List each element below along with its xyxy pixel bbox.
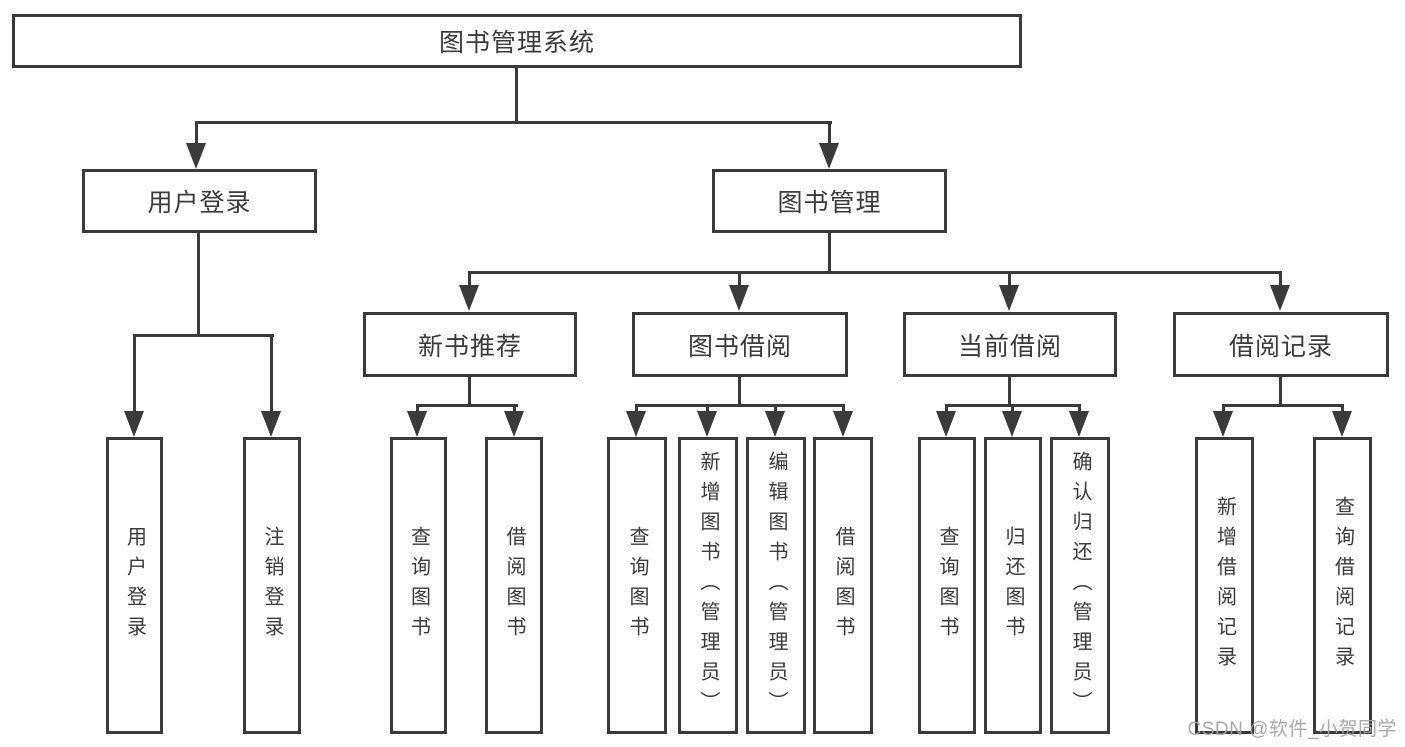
connector-book-management-branch: [468, 271, 1282, 274]
leaf-br-add-record: 新增借阅记录: [1195, 437, 1254, 734]
connector-br-branch: [1222, 404, 1342, 407]
node-borrowing-records: 借阅记录: [1173, 312, 1389, 377]
arrowhead-borrowing-records-icon: [1270, 285, 1290, 311]
arrowhead-bb-add-icon: [697, 411, 717, 437]
leaf-user-login: 用户登录: [106, 437, 163, 734]
leaf-label: 查询图书: [936, 525, 958, 646]
node-label: 借阅记录: [1228, 332, 1333, 361]
node-current-borrowing: 当前借阅: [903, 312, 1117, 377]
connector-nbr-stem: [468, 376, 471, 407]
leaf-bb-borrow-books: 借阅图书: [813, 437, 873, 734]
leaf-logout-login: 注销登录: [243, 437, 301, 734]
arrowhead-br-add-icon: [1213, 411, 1233, 437]
leaf-label: 借阅图书: [503, 525, 525, 646]
leaf-cb-query-books: 查询图书: [918, 437, 976, 734]
node-new-book-recommend: 新书推荐: [363, 312, 577, 377]
leaf-label: 归还图书: [1002, 525, 1024, 646]
arrowhead-new-book-recommend-icon: [459, 285, 479, 311]
arrowhead-bb-query-icon: [626, 411, 646, 437]
arrowhead-leaf-logout-icon: [261, 411, 281, 437]
arrowhead-book-borrowing-icon: [729, 285, 749, 311]
connector-user-login-branch: [133, 334, 274, 337]
arrowhead-cb-confirm-icon: [1069, 411, 1089, 437]
connector-to-br-add: [1222, 404, 1225, 416]
connector-to-cb-query: [945, 404, 948, 416]
connector-to-leaf-user-login: [133, 334, 136, 413]
leaf-br-query-record: 查询借阅记录: [1313, 437, 1372, 734]
connector-nbr-branch: [416, 404, 518, 407]
arrowhead-cb-return-icon: [1002, 411, 1022, 437]
arrowhead-br-query-icon: [1332, 411, 1352, 437]
leaf-label: 借阅图书: [832, 525, 854, 646]
node-label: 新书推荐: [417, 332, 522, 361]
connector-to-new-book-recommend: [468, 271, 471, 289]
node-book-management: 图书管理: [712, 169, 947, 233]
node-label: 图书管理系统: [438, 29, 595, 57]
leaf-cb-confirm-return-admin: 确认归还（管理员）: [1050, 437, 1110, 734]
arrowhead-nbr-borrow-icon: [504, 411, 524, 437]
node-label: 图书借阅: [687, 332, 792, 361]
connector-root-branch: [195, 121, 832, 124]
leaf-label: 用户登录: [123, 525, 146, 646]
leaf-label: 注销登录: [261, 525, 283, 646]
leaf-cb-return-books: 归还图书: [984, 437, 1042, 734]
connector-to-borrowing-records: [1279, 271, 1282, 289]
leaf-bb-edit-books-admin: 编辑图书（管理员）: [746, 437, 806, 734]
connector-to-br-query: [1341, 404, 1344, 416]
connector-root-stem: [515, 68, 518, 124]
connector-book-management-stem: [828, 232, 831, 274]
connector-bb-stem: [738, 376, 741, 407]
arrowhead-current-borrowing-icon: [999, 285, 1019, 311]
node-book-borrowing: 图书借阅: [632, 312, 848, 377]
connector-to-nbr-borrow: [513, 404, 516, 416]
connector-to-leaf-logout: [270, 334, 273, 413]
connector-to-current-borrowing: [1008, 271, 1011, 289]
arrowhead-cb-query-icon: [936, 411, 956, 437]
connector-user-login-stem: [197, 232, 200, 337]
leaf-label: 查询图书: [407, 525, 430, 646]
leaf-label: 编辑图书（管理员）: [765, 450, 787, 721]
node-label: 当前借阅: [957, 332, 1062, 361]
connector-cb-stem: [1008, 376, 1011, 407]
watermark: CSDN @软件_小贺同学: [1187, 719, 1397, 740]
connector-to-bb-borrow: [842, 404, 845, 416]
connector-to-bb-add: [706, 404, 709, 416]
leaf-nbr-query-books: 查询图书: [390, 437, 447, 734]
node-label: 用户登录: [147, 189, 252, 217]
arrowhead-leaf-user-login-icon: [124, 411, 144, 437]
arrowhead-nbr-query-icon: [407, 411, 427, 437]
connector-br-stem: [1279, 376, 1282, 407]
arrowhead-bb-borrow-icon: [833, 411, 853, 437]
connector-to-bb-query: [635, 404, 638, 416]
connector-bb-branch: [635, 404, 845, 407]
leaf-label: 新增借阅记录: [1213, 495, 1236, 676]
connector-to-cb-confirm: [1078, 404, 1081, 416]
leaf-bb-query-books: 查询图书: [607, 437, 667, 734]
arrowhead-user-login-icon: [186, 143, 206, 169]
leaf-label: 查询借阅记录: [1331, 495, 1354, 676]
node-user-login: 用户登录: [82, 169, 317, 233]
connector-to-cb-return: [1011, 404, 1014, 416]
leaf-label: 查询图书: [626, 525, 648, 646]
leaf-bb-add-books-admin: 新增图书（管理员）: [678, 437, 738, 734]
node-label: 图书管理: [777, 189, 882, 217]
leaf-label: 新增图书（管理员）: [697, 450, 719, 721]
node-book-management-system: 图书管理系统: [12, 14, 1022, 68]
connector-to-bb-edit: [774, 404, 777, 416]
connector-to-user-login: [195, 121, 198, 147]
connector-to-book-management: [828, 121, 831, 147]
leaf-label: 确认归还（管理员）: [1069, 450, 1091, 721]
connector-to-book-borrowing: [738, 271, 741, 289]
arrowhead-book-management-icon: [819, 143, 839, 169]
arrowhead-bb-edit-icon: [765, 411, 785, 437]
leaf-nbr-borrow-books: 借阅图书: [485, 437, 543, 734]
connector-to-nbr-query: [416, 404, 419, 416]
